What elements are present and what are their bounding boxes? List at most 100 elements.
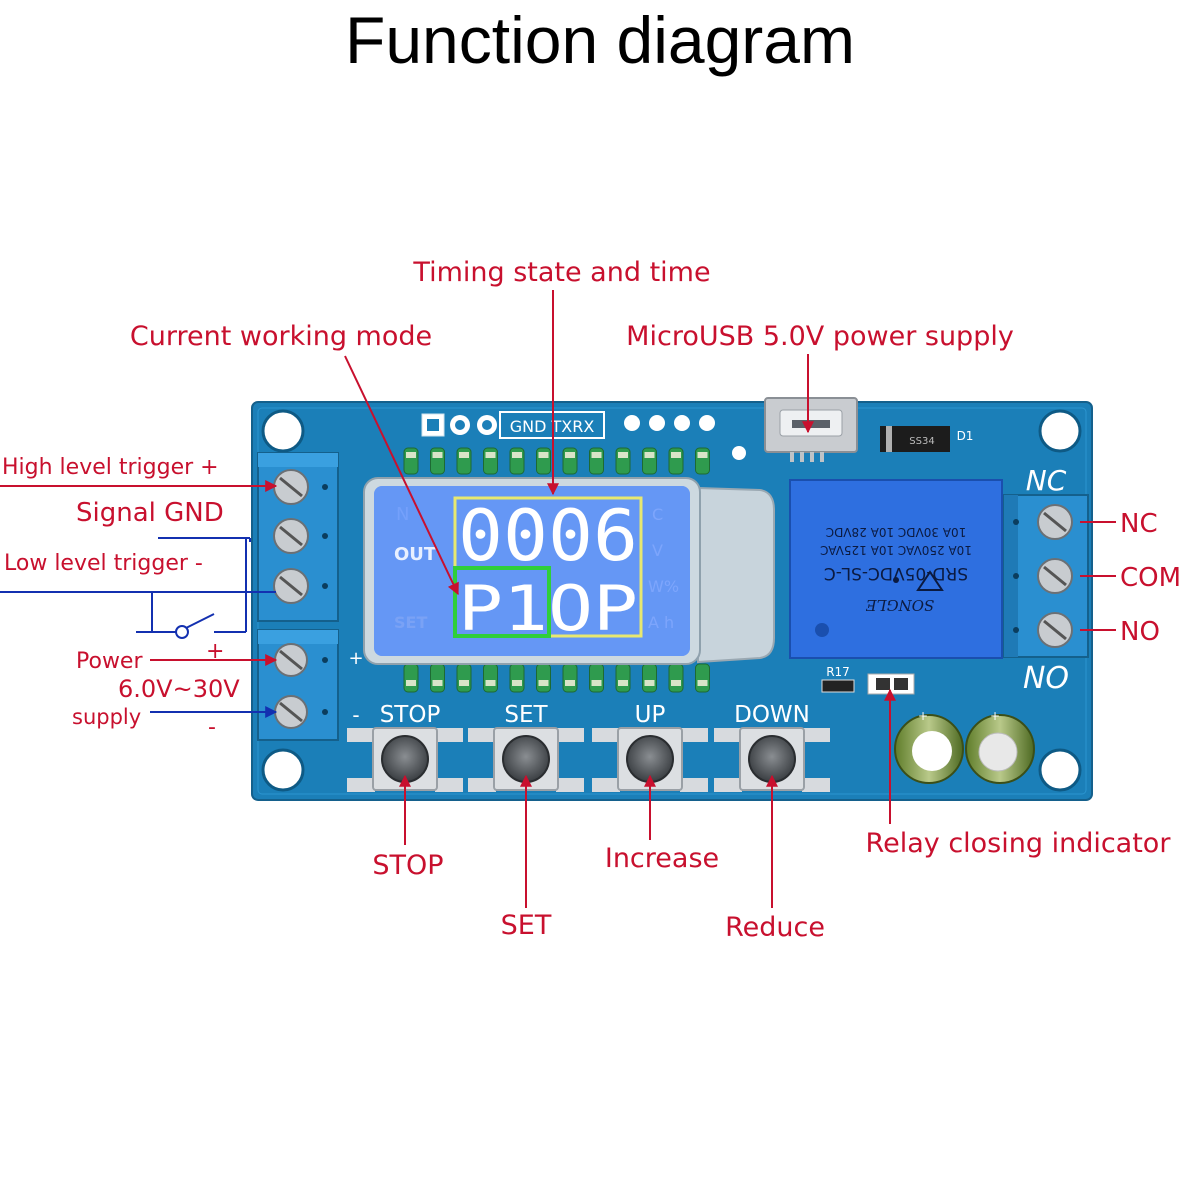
svg-text:V: V [652,541,663,560]
mode-highlight-box [453,566,551,638]
lcd-pin [430,663,445,693]
signal-terminal-block [257,452,339,622]
svg-text:N: N [396,504,409,525]
lcd-pin [615,447,631,475]
callout-signal-gnd: Signal GND [76,498,224,528]
callout-working-mode: Current working mode [130,321,432,352]
lcd-pin-solder [565,452,575,458]
lcd-pin [403,663,419,693]
button-pad [714,728,742,742]
relay-brand: SONGLE [866,596,935,614]
callout-timing-state: Timing state and time [412,257,710,288]
r17-label: R17 [826,665,850,679]
lcd-pin [668,447,684,475]
board-button-up[interactable]: UP [592,702,708,792]
lcd-pin [562,663,578,693]
lcd-pin [642,447,657,475]
lcd-pin [483,663,498,693]
lcd-pin-solder [485,680,496,686]
button-pad [435,728,463,742]
lcd-pin-solder [485,452,496,458]
lcd-pin [456,447,472,475]
button-pad [556,728,584,742]
button-pad [802,778,830,792]
capacitor-right: + [965,709,1035,784]
callout-plus: + [206,639,224,664]
button-cap [748,735,796,783]
svg-text:+: + [990,709,1000,723]
button-cap [502,735,550,783]
callout-high-trigger: High level trigger + [2,455,219,480]
lcd-pin [430,447,445,475]
lcd-pin [509,663,525,693]
board-button-label-up: UP [635,702,666,728]
board-button-down[interactable]: DOWN [714,702,830,792]
svg-text:C: C [652,505,663,524]
relay-indicator-led [867,673,915,695]
button-pad [714,778,742,792]
button-pad [468,778,496,792]
lcd-set-label: SET [394,613,427,632]
lcd-pin-solder [565,680,575,686]
diagram-title: Function diagram [345,3,855,77]
relay-model: SRD-05VDC-SL-C [824,563,968,583]
lcd-pin-solder [697,452,708,458]
capacitor-left: + [894,709,964,784]
button-pad [802,728,830,742]
lcd-pin-solder [432,680,443,686]
board-button-label-down: DOWN [734,702,810,728]
callout-power: Power [76,649,143,674]
lcd-pin [456,663,472,693]
button-pad [347,778,375,792]
lcd-pin-solder [644,452,655,458]
diode-label: D1 [957,429,974,443]
lcd-pin-solder [512,680,522,686]
board-nc-label: NC [1026,464,1067,497]
lcd-top-digits: 0006 [458,495,638,577]
board-button-set[interactable]: SET [468,702,584,792]
svg-text:W%: W% [648,577,679,596]
board-no-label: NO [1023,661,1069,696]
lcd-pin [483,447,498,475]
lcd-module: N OUT SET C V W% A h 0006 P1OP [363,477,775,665]
callout-stop: STOP [372,850,443,881]
svg-text:A h: A h [648,613,674,632]
lcd-pin-solder [618,680,628,686]
lcd-pin-solder [406,680,416,686]
lcd-pin [589,663,604,693]
callout-reduce: Reduce [725,912,825,943]
lcd-pin-solder [459,452,469,458]
lcd-pin-solder [618,452,628,458]
button-pad [556,778,584,792]
lcd-pin-solder [591,452,602,458]
diode-code: SS34 [909,436,934,447]
lcd-pin-solder [538,680,549,686]
lcd-pin-solder [406,452,416,458]
board-button-stop[interactable]: STOP [347,702,463,792]
lcd-pin [589,447,604,475]
lcd-pin-solder [697,680,708,686]
button-pad [680,778,708,792]
callout-minus: - [208,715,216,740]
lcd-pin-solder [538,452,549,458]
lcd-pin [695,663,710,693]
lcd-pin-solder [671,680,681,686]
lcd-pin-solder [591,680,602,686]
lcd-pin-solder [644,680,655,686]
svg-text:+: + [918,709,928,723]
r17-resistor: R17 [821,665,855,693]
callout-arrows [0,290,1116,908]
relay-rating-dc: 10A 30VDC 10A 28VDC [826,525,967,539]
button-cap [381,735,429,783]
lcd-pin-solder [671,452,681,458]
button-pad [468,728,496,742]
lcd-pin [668,663,684,693]
lcd-pin [536,663,551,693]
trigger-switch-schematic [136,537,251,639]
relay: SRD-05VDC-SL-C 10A 250VAC 10A 125VAC 10A… [789,479,1003,659]
power-terminal-block [257,629,339,741]
lcd-out-label: OUT [394,544,437,565]
lcd-pins-top [403,447,710,475]
arrow-mode [344,355,459,596]
